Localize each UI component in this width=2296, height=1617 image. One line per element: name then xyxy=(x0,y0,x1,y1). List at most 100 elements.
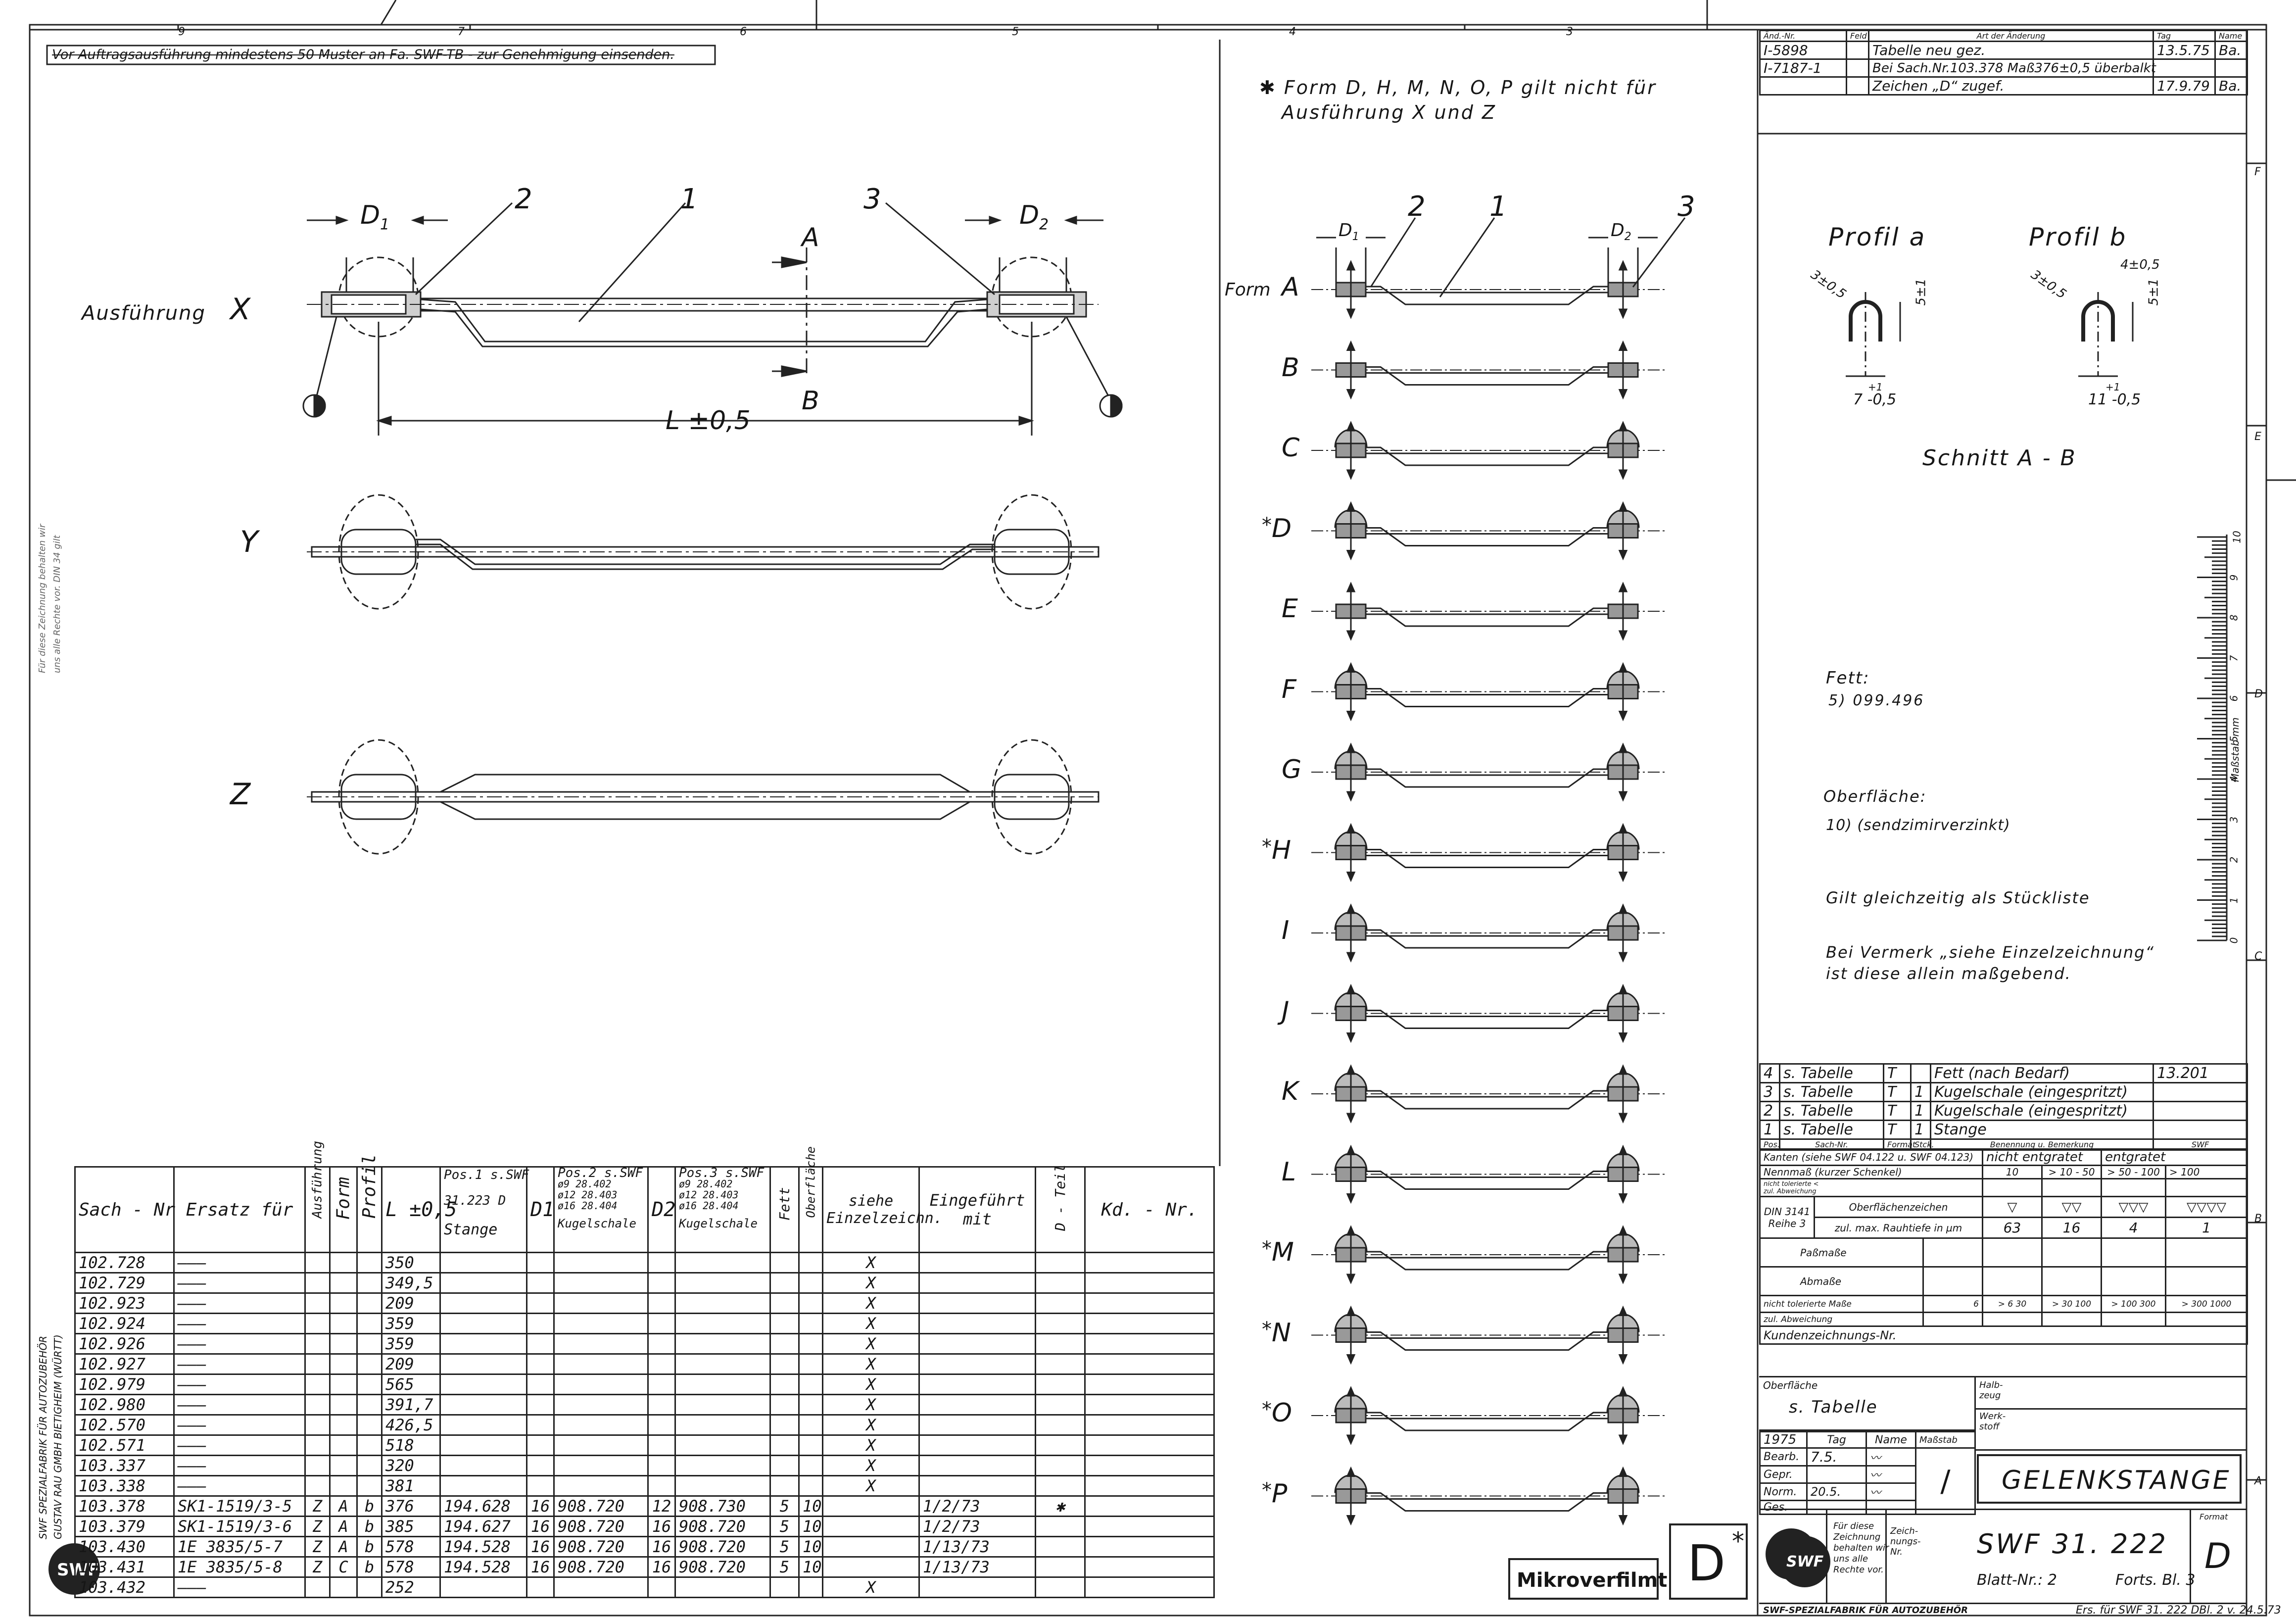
pos2-line-2: ø12 28.403 xyxy=(558,1189,618,1201)
table-cell: ——— xyxy=(173,1414,306,1436)
table-cell xyxy=(553,1272,649,1294)
tb-rights-5: Rechte vor. xyxy=(1833,1565,1884,1575)
form-letter-text: C xyxy=(1282,433,1300,463)
table-cell xyxy=(918,1394,1036,1416)
rev-r3-nr xyxy=(1759,76,1847,96)
table-cell xyxy=(674,1292,771,1314)
table-cell xyxy=(329,1394,358,1416)
table-cell: 908.720 xyxy=(553,1556,649,1578)
rev-h-feld: Feld xyxy=(1846,30,1869,42)
table-cell: 16 xyxy=(647,1516,676,1537)
kanten-b: entgratet xyxy=(2101,1148,2248,1166)
am-2 xyxy=(1982,1266,2043,1296)
table-cell xyxy=(1084,1556,1215,1578)
d-star-letter: D xyxy=(1687,1534,1726,1592)
company-side-2: GUSTAV RAU GMBH BIETIGHEIM (WÜRTT) xyxy=(52,1334,64,1539)
table-cell xyxy=(822,1495,920,1517)
form-rod xyxy=(1366,1010,1608,1029)
view-z xyxy=(307,739,1100,855)
mikroverfilmt-stamp: Mikroverfilmt xyxy=(1517,1569,1668,1592)
forms-note-1: ✱ Form D, H, M, N, O, P gilt nicht für xyxy=(1259,77,1657,98)
nicht-tol-masse: nicht tolerierte Maße xyxy=(1759,1295,1924,1313)
table-cell: b xyxy=(356,1556,383,1578)
table-cell xyxy=(356,1414,383,1436)
table-cell xyxy=(439,1394,527,1416)
table-cell xyxy=(304,1455,331,1476)
table-cell: 16 xyxy=(647,1536,676,1558)
form-arrow-up xyxy=(1346,662,1356,673)
sym-4: ▽▽▽▽ xyxy=(2165,1196,2248,1218)
tb-werkstoff: Werk- stoff xyxy=(1979,1411,2006,1432)
table-cell xyxy=(674,1353,771,1375)
form-arrow-up xyxy=(1618,1305,1628,1316)
kanten-label: Kanten (siehe SWF 04.122 u. SWF 04.123) xyxy=(1759,1148,1983,1166)
table-cell: 12 xyxy=(647,1495,676,1517)
table-cell: 194.628 xyxy=(439,1495,527,1517)
zone-letter-b: B xyxy=(2254,1213,2262,1225)
zone-number-6: 6 xyxy=(740,26,747,38)
table-cell: b xyxy=(356,1495,383,1517)
table-cell xyxy=(769,1252,800,1274)
forms-d1-sub: 1 xyxy=(1352,231,1359,244)
form-letter-m: *M xyxy=(1262,1237,1294,1267)
form-rod xyxy=(1366,1331,1608,1351)
table-cell: 376 xyxy=(381,1495,441,1517)
form-arrow-up xyxy=(1346,421,1356,432)
form-rod xyxy=(1366,688,1608,707)
table-cell xyxy=(769,1353,800,1375)
table-cell xyxy=(329,1292,358,1314)
table-cell xyxy=(304,1434,331,1456)
table-cell xyxy=(439,1576,527,1598)
tb-norm-sign: 〰 xyxy=(1866,1482,1916,1501)
table-cell xyxy=(918,1272,1036,1294)
table-cell: 103.431 xyxy=(74,1556,175,1578)
table-cell: 1/13/73 xyxy=(918,1556,1036,1578)
table-cell: X xyxy=(822,1394,920,1416)
table-cell xyxy=(1084,1536,1215,1558)
form-rod xyxy=(1366,1090,1608,1110)
table-cell xyxy=(439,1292,527,1314)
company-side-1: SWF SPEZIALFABRIK FÜR AUTOZUBEHÖR xyxy=(37,1335,49,1539)
table-cell xyxy=(439,1252,527,1274)
forms-group xyxy=(1311,260,1668,1526)
tb-blatt: Blatt-Nr.: 2 xyxy=(1977,1571,2057,1589)
table-cell xyxy=(1084,1576,1215,1598)
table-cell xyxy=(674,1576,771,1598)
table-cell: 349,5 xyxy=(381,1272,441,1294)
rev-r3-tag: 17.9.79 xyxy=(2152,76,2216,96)
tb-massstab: Maßstab xyxy=(1915,1431,1976,1449)
form-rod xyxy=(1366,446,1608,466)
table-cell xyxy=(769,1434,800,1456)
table-cell xyxy=(647,1434,676,1456)
table-cell xyxy=(769,1475,800,1497)
form-arrow-up xyxy=(1618,1225,1628,1236)
length-label: L ±0,5 xyxy=(666,406,751,436)
table-cell xyxy=(1035,1455,1086,1476)
form-arrow-up xyxy=(1618,983,1628,994)
ntm-4: > 100 300 xyxy=(2101,1295,2166,1313)
table-cell: 1E 3835/5-8 xyxy=(173,1556,306,1578)
abmasse: Abmaße xyxy=(1759,1266,1924,1296)
bom-cell: 2 xyxy=(1759,1101,1780,1121)
bom-cell: Kugelschale (eingespritzt) xyxy=(1930,1101,2154,1121)
nennmass-3: > 50 - 100 xyxy=(2101,1165,2166,1179)
table-cell: 194.528 xyxy=(439,1556,527,1578)
table-cell xyxy=(798,1292,823,1314)
table-cell xyxy=(918,1576,1036,1598)
pos3-line-1: ø9 28.402 xyxy=(679,1178,733,1190)
za-5 xyxy=(2165,1312,2248,1327)
table-cell xyxy=(329,1414,358,1436)
table-cell: 103.432 xyxy=(74,1576,175,1598)
table-cell: b xyxy=(356,1536,383,1558)
form-letter-text: H xyxy=(1272,835,1292,865)
form-letter-g: G xyxy=(1282,755,1301,784)
table-cell: 5 xyxy=(769,1516,800,1537)
form-arrow-up xyxy=(1618,1466,1628,1477)
table-cell xyxy=(1084,1333,1215,1355)
view-x xyxy=(302,202,1123,436)
table-cell xyxy=(798,1434,823,1456)
table-cell xyxy=(918,1414,1036,1436)
